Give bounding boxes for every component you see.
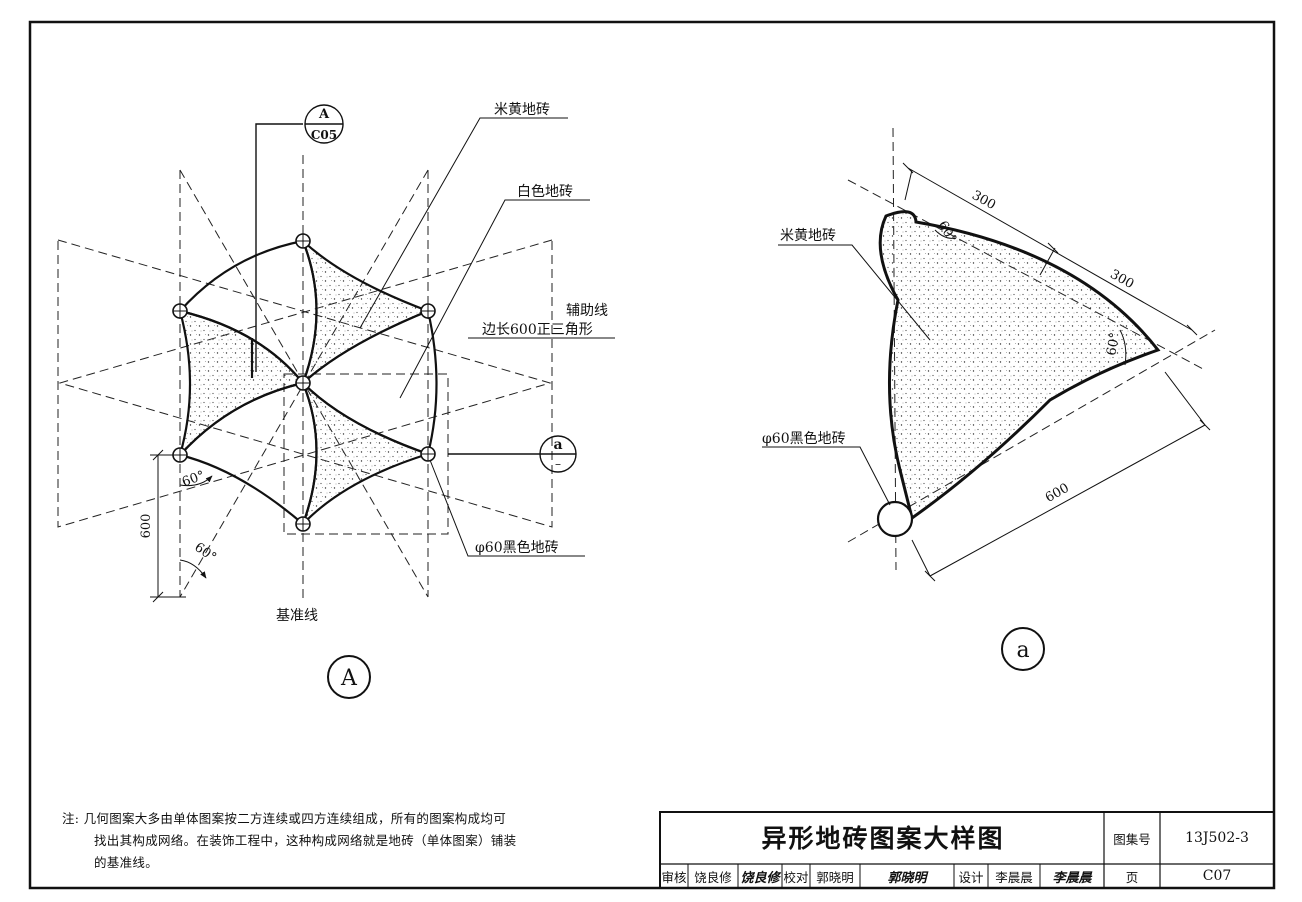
- atlas-number: 13J502-3: [1185, 830, 1249, 846]
- review-label: 审核: [661, 869, 687, 885]
- detail-a-drawing: [762, 127, 1216, 582]
- label-dim-300-1: 300: [969, 188, 998, 213]
- detail-A-marker: [327, 655, 371, 699]
- check-label: 校对: [783, 869, 809, 885]
- label-baseline: 基准线: [276, 607, 318, 624]
- beige-tile-top: [301, 240, 432, 384]
- note-block: 注: 几何图案大多由单体图案按二方连续或四方连续组成，所有的图案构成均可 找出其…: [62, 808, 648, 874]
- black-dot-detail: [876, 500, 914, 538]
- detail-A-drawing: A C05 a –: [57, 104, 615, 603]
- label-dim-300-2: 300: [1107, 267, 1136, 292]
- label-angle-A-2: 60°: [191, 540, 218, 566]
- label-black-tile-A: φ60黑色地砖: [475, 539, 559, 556]
- label-dim-600-A: 600: [139, 514, 154, 539]
- reviewer-signature: 饶良修: [740, 870, 780, 886]
- beige-tile-bottom: [301, 382, 432, 525]
- label-white-tile-A: 白色地砖: [517, 183, 573, 200]
- reviewer-name: 饶良修: [694, 869, 732, 885]
- aux-triangle-right: [58, 239, 553, 528]
- white-tile-lower-left: [177, 381, 318, 526]
- label-aux-line: 辅助线: [566, 303, 608, 319]
- note-line-3: 的基准线。: [94, 855, 159, 870]
- atlas-label: 图集号: [1113, 831, 1151, 847]
- label-black-tile-a: φ60黑色地砖: [762, 430, 846, 447]
- designer-name: 李晨晨: [995, 869, 1033, 885]
- white-tile-right: [301, 309, 438, 456]
- note-line-2: 找出其构成网络。在装饰工程中，这种构成网络就是地砖（单体图案）铺装: [94, 833, 517, 848]
- note-prefix: 注:: [62, 811, 80, 826]
- label-beige-tile-a: 米黄地砖: [780, 227, 836, 244]
- detail-a-marker: [1001, 627, 1045, 671]
- sheet-border: [28, 20, 1276, 890]
- detail-ref-sheet: –: [555, 457, 561, 471]
- white-tile-upper-left: [177, 239, 318, 386]
- note-line-1: 几何图案大多由单体图案按二方连续或四方连续组成，所有的图案构成均可: [83, 811, 506, 826]
- page-number: C07: [1202, 868, 1232, 884]
- designer-signature: 李晨晨: [1052, 870, 1092, 886]
- section-ref-letter: A: [318, 107, 330, 122]
- label-beige-tile-A: 米黄地砖: [494, 101, 550, 118]
- page-label: 页: [1125, 869, 1139, 885]
- aux-line-h: [57, 239, 552, 528]
- label-triangle: 边长600正三角形: [482, 322, 593, 338]
- section-ref-sheet: C05: [311, 128, 337, 142]
- label-angle-A-1: 60°: [180, 468, 207, 490]
- checker-name: 郭晓明: [816, 869, 854, 885]
- detail-ref-letter: a: [553, 437, 562, 453]
- checker-signature: 郭晓明: [887, 870, 927, 886]
- label-angle-a-1: 60°: [1104, 331, 1123, 356]
- title-block: [659, 811, 1275, 889]
- detail-A-marker-label: A: [340, 666, 358, 691]
- label-dim-600-a: 600: [1043, 481, 1072, 506]
- beige-tile-detail: [878, 210, 1161, 521]
- detail-a-marker-label: a: [1016, 638, 1029, 663]
- design-label: 设计: [958, 869, 984, 885]
- drawing-title: 异形地砖图案大样图: [761, 824, 1005, 853]
